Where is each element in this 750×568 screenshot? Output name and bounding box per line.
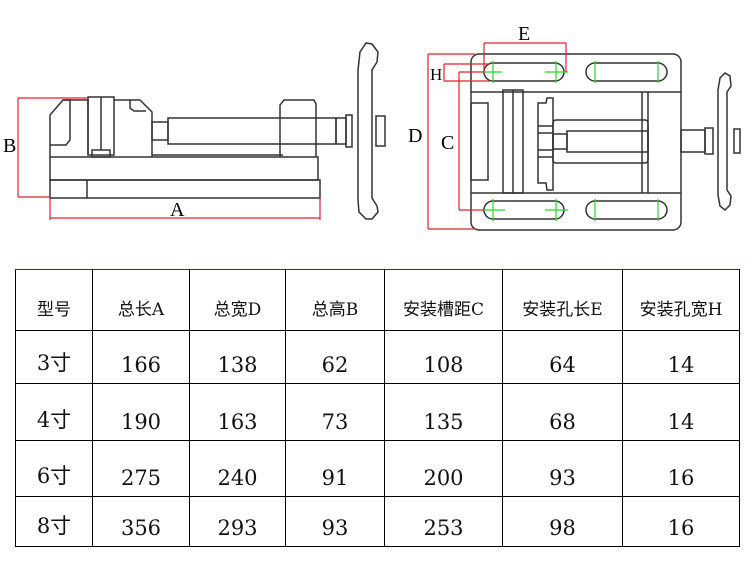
- dimension-label-c: C: [441, 132, 454, 154]
- cell-model: 6寸: [15, 440, 93, 497]
- cell-hole-width-h: 14: [622, 383, 740, 441]
- cell-slot-spacing-c: 253: [384, 496, 503, 547]
- top-view-centerlines: [484, 61, 659, 221]
- cell-height-b: 73: [285, 383, 385, 441]
- side-view: [49, 42, 386, 220]
- table-row: 6寸 275 240 91 200 93 16: [15, 440, 740, 497]
- header-width-d: 总宽D: [189, 269, 286, 331]
- cell-length-a: 275: [92, 440, 190, 497]
- cell-length-a: 356: [92, 496, 190, 547]
- handwheel-top: [717, 72, 732, 212]
- cell-width-d: 293: [189, 496, 286, 547]
- header-height-b: 总高B: [285, 269, 385, 331]
- cell-slot-spacing-c: 108: [384, 330, 503, 384]
- side-view-dimensions: [17, 97, 321, 220]
- cell-hole-length-e: 98: [502, 496, 623, 547]
- rear-block: [279, 99, 317, 157]
- cell-slot-spacing-c: 135: [384, 383, 503, 441]
- cell-length-a: 166: [92, 330, 190, 384]
- cell-hole-width-h: 16: [622, 496, 740, 547]
- top-view: [470, 53, 741, 231]
- dimension-label-d: D: [408, 125, 422, 147]
- cell-hole-length-e: 93: [502, 440, 623, 497]
- cell-length-a: 190: [92, 383, 190, 441]
- cell-model: 8寸: [15, 496, 93, 547]
- table-row: 8寸 356 293 93 253 98 16: [15, 496, 740, 547]
- cell-width-d: 138: [189, 330, 286, 384]
- vise-bed: [49, 156, 319, 181]
- mount-slot: [585, 62, 668, 82]
- cell-model: 3寸: [15, 330, 93, 384]
- table-row: 4寸 190 163 73 135 68 14: [15, 383, 740, 441]
- top-view-dimensions: [427, 42, 567, 230]
- cell-hole-width-h: 14: [622, 330, 740, 384]
- handwheel: [357, 42, 379, 220]
- cell-width-d: 163: [189, 383, 286, 441]
- screw-shaft: [167, 117, 337, 145]
- dimension-label-e: E: [518, 23, 530, 45]
- cell-width-d: 240: [189, 440, 286, 497]
- spec-table: 型号 总长A 总宽D 总高B 安装槽距C 安装孔长E 安装孔宽H 3寸 166 …: [15, 269, 740, 547]
- mount-slot: [585, 200, 668, 220]
- dimension-label-b: B: [3, 135, 16, 157]
- header-hole-length-e: 安装孔长E: [502, 269, 623, 331]
- header-model: 型号: [15, 269, 93, 331]
- cell-height-b: 93: [285, 496, 385, 547]
- cell-hole-length-e: 68: [502, 383, 623, 441]
- dimension-label-a: A: [170, 199, 185, 221]
- cell-height-b: 91: [285, 440, 385, 497]
- fixed-jaw: [49, 99, 71, 157]
- vise-technical-drawing: B A: [3, 23, 741, 231]
- cell-hole-length-e: 64: [502, 330, 623, 384]
- header-hole-width-h: 安装孔宽H: [622, 269, 740, 331]
- cell-slot-spacing-c: 200: [384, 440, 503, 497]
- header-length-a: 总长A: [92, 269, 190, 331]
- table-row: 3寸 166 138 62 108 64 14: [15, 330, 740, 384]
- cell-model: 4寸: [15, 383, 93, 441]
- vise-base: [49, 179, 321, 199]
- dimension-label-h: H: [430, 65, 442, 84]
- cell-height-b: 62: [285, 330, 385, 384]
- header-slot-spacing-c: 安装槽距C: [384, 269, 503, 331]
- cell-hole-width-h: 16: [622, 440, 740, 497]
- table-header-row: 型号 总长A 总宽D 总高B 安装槽距C 安装孔长E 安装孔宽H: [15, 269, 740, 331]
